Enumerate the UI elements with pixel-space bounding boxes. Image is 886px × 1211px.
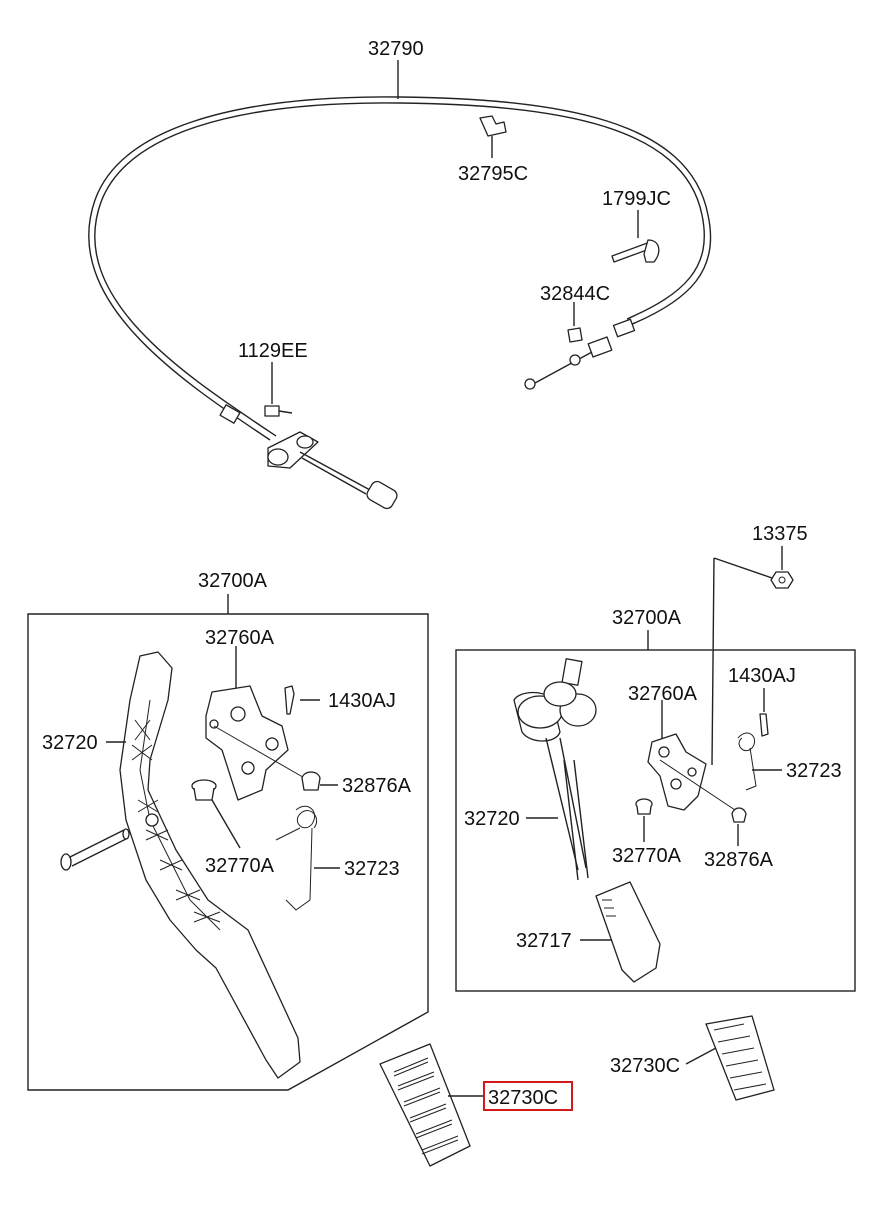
label-32700a-left: 32700A (198, 570, 268, 592)
pedal-arm-right[interactable] (513, 658, 597, 881)
shaft-left[interactable] (60, 828, 130, 871)
label-32720-right: 32720 (464, 808, 520, 830)
label-1430aj-right: 1430AJ (728, 665, 796, 687)
label-1430aj-left: 1430AJ (328, 690, 396, 712)
bolt-1129ee[interactable] (264, 362, 293, 417)
clip-32844c[interactable] (567, 302, 583, 343)
nut-13375[interactable] (711, 546, 794, 766)
label-32760a-right: 32760A (628, 683, 698, 705)
bush-right[interactable] (635, 798, 653, 842)
label-32730c-highlight[interactable]: 32730C (488, 1087, 558, 1109)
pad-right[interactable] (580, 881, 661, 983)
accelerator-cable[interactable] (88, 60, 712, 511)
label-32770a-right: 32770A (612, 845, 682, 867)
pedal-pad-right[interactable] (685, 1015, 775, 1101)
stopper-left[interactable] (301, 771, 338, 791)
label-32723-right: 32723 (786, 760, 842, 782)
label-32723-left: 32723 (344, 858, 400, 880)
label-32770a-left: 32770A (205, 855, 275, 877)
label-32795c: 32795C (458, 163, 528, 185)
pin-right[interactable] (759, 688, 769, 737)
clip-32795c[interactable] (479, 115, 507, 158)
tie-1799jc[interactable] (611, 210, 660, 263)
pedal-pad-left[interactable] (379, 1043, 484, 1167)
label-32876a-left: 32876A (342, 775, 412, 797)
label-32700a-right: 32700A (612, 607, 682, 629)
label-32730c-right: 32730C (610, 1055, 680, 1077)
bracket-left[interactable] (205, 646, 309, 801)
spring-right[interactable] (737, 732, 782, 791)
bracket-right[interactable] (647, 700, 739, 813)
label-32760a-left: 32760A (205, 627, 275, 649)
spring-left[interactable] (275, 805, 340, 911)
label-32717: 32717 (516, 930, 572, 952)
pedal-arm-left[interactable] (106, 651, 301, 1079)
right-assembly-frame (455, 630, 856, 992)
label-13375: 13375 (752, 523, 808, 545)
label-32790: 32790 (368, 38, 424, 60)
pin-left[interactable] (284, 685, 320, 715)
bush-left[interactable] (191, 779, 241, 849)
label-1129ee: 1129EE (238, 340, 308, 362)
label-32876a-right: 32876A (704, 849, 774, 871)
highlight-box (483, 1081, 573, 1111)
label-32844c: 32844C (540, 283, 610, 305)
stopper-right[interactable] (731, 807, 747, 846)
left-assembly-frame (27, 594, 429, 1091)
label-1799jc: 1799JC (602, 188, 671, 210)
label-32720-left: 32720 (42, 732, 98, 754)
